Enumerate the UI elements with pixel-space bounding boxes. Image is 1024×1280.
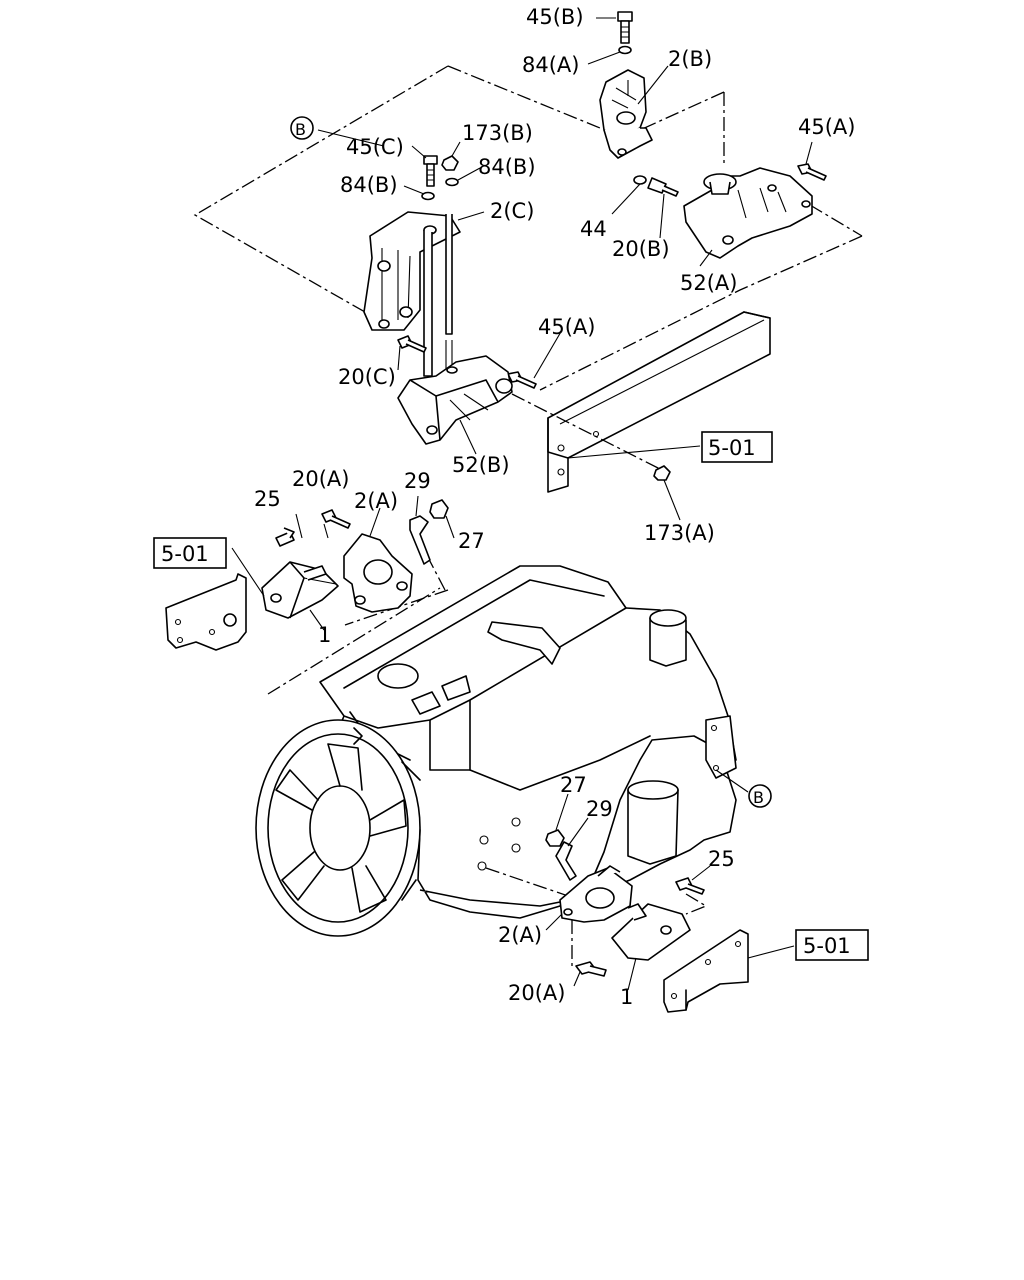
oil-filter-icon: [627, 789, 679, 865]
bolt-20c-icon: [397, 335, 427, 353]
mount-52a-icon: [683, 167, 813, 259]
washer-44-icon: [633, 175, 647, 185]
bolt-20a-upper-icon: [321, 509, 351, 529]
fan-blade-icon: [327, 743, 363, 791]
bracket-2a-upper-icon: [343, 533, 413, 613]
frame-bracket-left-icon: [165, 573, 247, 651]
washer-84b-left-icon: [421, 191, 435, 201]
callout-2a-lower: 2(A): [498, 923, 542, 947]
callout-25-upper: 25: [254, 487, 281, 511]
lower-mount-group: [485, 829, 749, 1013]
region-b-top-edge: [447, 65, 601, 129]
callout-45c: 45(C): [346, 135, 404, 159]
bolt-20a-lower-icon: [575, 961, 607, 977]
bolt-45c-icon: [423, 155, 438, 187]
callout-1-upper: 1: [318, 623, 331, 647]
bracket-2a-lower-icon: [559, 865, 633, 923]
callout-27-lower: 27: [560, 773, 587, 797]
callout-173b: 173(B): [462, 121, 533, 145]
frame-bracket-right-icon: [663, 929, 749, 1013]
rear-plate-icon: [705, 715, 737, 779]
bolt-45a-mid-icon: [507, 371, 537, 389]
bolt-25-upper-icon: [275, 527, 295, 547]
callout-29-lower: 29: [586, 797, 613, 821]
stud-left-icon: [423, 230, 433, 377]
frame-member-icon: [511, 311, 771, 493]
region-b-right-edge: [809, 204, 863, 237]
ref-box-frame: [701, 431, 773, 463]
rocker-lug-icon: [411, 691, 441, 715]
bolt-20b-icon: [647, 177, 679, 197]
callout-1-lower: 1: [620, 985, 633, 1009]
callout-173a: 173(A): [644, 521, 715, 545]
mount-52b-icon: [397, 355, 513, 445]
lower-dash-line-1: [485, 867, 581, 901]
ref-5-01-left: 5-01: [161, 542, 209, 566]
nut-173a-icon: [653, 465, 671, 481]
nut-173b-icon: [441, 155, 459, 171]
washer-84b-right-icon: [445, 177, 459, 187]
callout-52b: 52(B): [452, 453, 510, 477]
upper-right-mount-group: [193, 11, 863, 391]
callout-45b-top: 45(B): [526, 5, 584, 29]
region-b-bottom-edge: [539, 235, 863, 391]
leader-lines: [309, 17, 813, 991]
bracket-2b-icon: [599, 69, 653, 159]
callout-84a: 84(A): [522, 53, 579, 77]
clip-29-lower-icon: [555, 841, 577, 881]
upper-front-mount-group: [165, 499, 449, 651]
callout-45a-right: 45(A): [798, 115, 855, 139]
clip-29-upper-icon: [409, 515, 431, 565]
ref-box-right: [795, 929, 869, 961]
callout-27-upper: 27: [458, 529, 485, 553]
nut-27-upper-icon: [429, 499, 449, 519]
ref-b-letter-top: B: [295, 120, 306, 139]
callout-2b: 2(B): [668, 47, 712, 71]
callout-84b-right: 84(B): [478, 155, 536, 179]
callout-2c: 2(C): [490, 199, 534, 223]
callout-2a-upper: 2(A): [354, 489, 398, 513]
intake-pipe-icon: [487, 621, 561, 665]
engine-upper-dash: [267, 587, 441, 695]
rubber-mount-1-lower-icon: [611, 903, 691, 961]
bolt-45b-top-icon: [617, 11, 633, 44]
bolt-25-lower-icon: [675, 877, 705, 895]
ref-b-circle-top: [290, 116, 314, 140]
callout-84b-left: 84(B): [340, 173, 398, 197]
oil-filler-cap-icon: [377, 663, 419, 689]
callout-20c: 20(C): [338, 365, 396, 389]
callout-44: 44: [580, 217, 607, 241]
upper-left-mount-group: [363, 155, 537, 445]
lower-dash-line-3: [685, 893, 708, 915]
region-b-left-edge: [193, 65, 449, 313]
stud-right-icon: [445, 214, 453, 335]
bracket-2c-icon: [363, 211, 461, 331]
callout-20b: 20(B): [612, 237, 670, 261]
ref-5-01-right: 5-01: [803, 934, 851, 958]
washer-84a-icon: [618, 45, 632, 55]
ref-b-letter-engine: B: [753, 788, 764, 807]
rubber-mount-1-upper-icon: [261, 561, 339, 619]
callout-25-lower: 25: [708, 847, 735, 871]
part-callouts: 45(B) 84(A) 2(B) 45(A) B 45(C) 173(B) 84…: [153, 5, 869, 1009]
ref-b-circle-engine: [748, 784, 772, 808]
callout-20a-upper: 20(A): [292, 467, 349, 491]
fan-hub-icon: [309, 785, 371, 871]
ref-5-01-frame: 5-01: [708, 436, 756, 460]
nut-27-lower-icon: [545, 829, 565, 847]
ref-box-left: [153, 537, 227, 569]
callout-45a-mid: 45(A): [538, 315, 595, 339]
callout-29-upper: 29: [404, 469, 431, 493]
region-b-right-leader: [639, 91, 725, 131]
engine-block-icon: [255, 565, 737, 937]
callout-52a: 52(A): [680, 271, 737, 295]
upper-front-leaders: [231, 513, 329, 597]
bolt-45a-right-icon: [797, 163, 827, 181]
callout-20a-lower: 20(A): [508, 981, 565, 1005]
